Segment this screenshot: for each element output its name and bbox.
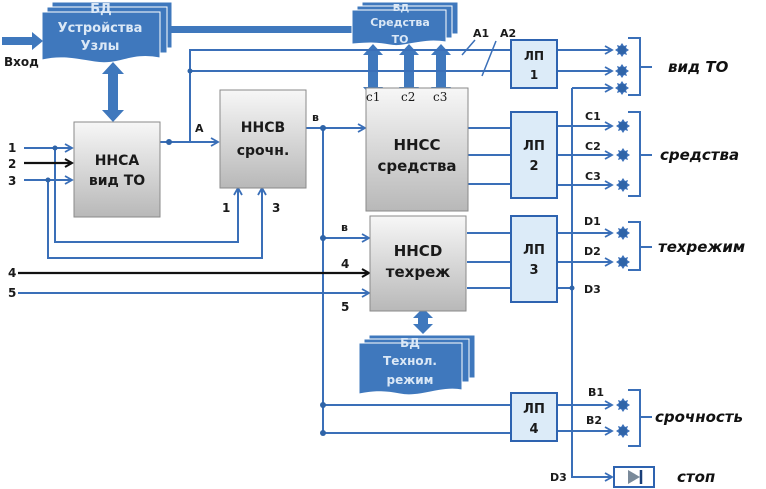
arrow-db-tech xyxy=(413,308,433,334)
block-nnsb-line2: срочн. xyxy=(237,143,290,159)
gear-icon xyxy=(616,226,630,240)
signal-d2-label: D2 xyxy=(584,245,601,258)
gear-icon xyxy=(616,178,630,192)
gear-icon xyxy=(616,119,630,133)
db-tech-line1: Технол. xyxy=(383,354,437,368)
gear-icon xyxy=(615,81,629,95)
db-tech-line2: режим xyxy=(387,373,434,387)
nnsd-input-5-label: 5 xyxy=(341,300,349,314)
nnsb-input-1-label: 1 xyxy=(222,201,230,215)
signal-a-label: А xyxy=(195,122,204,135)
output-sredstva: средства xyxy=(660,146,739,164)
signal-a2-label: А2 xyxy=(500,27,516,40)
db-link-bar xyxy=(170,26,355,33)
db-means-line1: Средства xyxy=(370,16,430,29)
signal-b2-label: В2 xyxy=(586,414,602,427)
lp-2-line1: ЛП xyxy=(523,139,545,154)
output-srochnost: срочность xyxy=(655,408,743,426)
gear-icon xyxy=(616,148,630,162)
input-label: Вход xyxy=(4,55,39,69)
port-c3: с3 xyxy=(433,90,447,104)
signal-b-label: в xyxy=(312,111,319,124)
input-arrow xyxy=(2,32,43,50)
block-nnsc: ННСС средства xyxy=(365,87,469,212)
black-wires xyxy=(18,163,369,273)
port-c2: с2 xyxy=(401,90,415,104)
gear-icon xyxy=(615,43,629,57)
lp-2: ЛП 2 xyxy=(510,111,558,199)
lp-1: ЛП 1 xyxy=(510,39,558,89)
input-4-label: 4 xyxy=(8,266,16,280)
stop-diode-icon xyxy=(613,466,655,488)
lp-1-line1: ЛП xyxy=(524,49,544,63)
db-means: БД Средства ТО xyxy=(351,1,459,47)
lp-3: ЛП 3 xyxy=(510,215,558,303)
db-means-line2: ТО xyxy=(392,33,409,46)
signal-b1-label: В1 xyxy=(588,386,604,399)
db-tech-title: БД xyxy=(400,336,420,350)
signal-a1-label: А1 xyxy=(473,27,489,40)
signal-c2-label: С2 xyxy=(585,140,601,153)
db-devices-line1: Устройства xyxy=(58,21,143,36)
input-3-label: 3 xyxy=(8,174,16,188)
nnsd-input-b-label: в xyxy=(341,221,348,234)
port-c1: с1 xyxy=(366,90,380,104)
block-nnsb-line1: ННСВ xyxy=(241,120,285,136)
gear-icon xyxy=(616,255,630,269)
gear-icon xyxy=(616,398,630,412)
block-nnsd-line1: ННСD xyxy=(394,242,443,260)
lp-4-line1: ЛП xyxy=(523,402,545,417)
signal-c3-label: С3 xyxy=(585,170,601,183)
block-nnsd: ННСD техреж xyxy=(369,215,467,312)
db-devices-line2: Узлы xyxy=(81,39,120,54)
output-tehrezhim: техрежим xyxy=(658,238,745,256)
block-nnsc-line1: ННСС xyxy=(393,136,440,154)
db-means-title: БД xyxy=(393,3,410,14)
input-1-label: 1 xyxy=(8,141,16,155)
lp-1-line2: 1 xyxy=(530,68,538,82)
block-nnsa-line1: ННСА xyxy=(95,153,140,169)
signal-d3-label: D3 xyxy=(584,283,601,296)
lp-3-line1: ЛП xyxy=(523,243,545,258)
block-nnsa: ННСА вид ТО xyxy=(73,121,161,218)
block-nnsd-line2: техреж xyxy=(386,263,450,281)
nnsd-input-4-label: 4 xyxy=(341,257,349,271)
input-5-label: 5 xyxy=(8,286,16,300)
lp-4: ЛП 4 xyxy=(510,392,558,442)
input-2-label: 2 xyxy=(8,157,16,171)
output-stop: стоп xyxy=(677,468,715,486)
gear-icon xyxy=(615,64,629,78)
db-tech: БД Технол. режим xyxy=(358,334,476,396)
lp-4-line2: 4 xyxy=(529,422,538,437)
output-vid-to: вид ТО xyxy=(668,58,729,76)
lp-3-line2: 3 xyxy=(529,263,538,278)
nnsb-input-3-label: 3 xyxy=(272,201,280,215)
junction-dots xyxy=(45,68,575,436)
block-nnsb: ННСВ срочн. xyxy=(219,89,307,189)
db-devices-title: БД xyxy=(90,2,112,17)
block-nnsa-line2: вид ТО xyxy=(89,173,145,189)
output-indicators xyxy=(615,43,630,438)
signal-c1-label: С1 xyxy=(585,110,601,123)
gear-icon xyxy=(616,424,630,438)
signal-d1-label: D1 xyxy=(584,215,601,228)
block-nnsc-line2: средства xyxy=(377,157,456,175)
lp-2-line2: 2 xyxy=(529,159,538,174)
db-devices: БД Устройства Узлы xyxy=(41,1,173,64)
arrow-db-nnsa xyxy=(102,62,124,122)
signal-d3-stop-label: D3 xyxy=(550,471,567,484)
